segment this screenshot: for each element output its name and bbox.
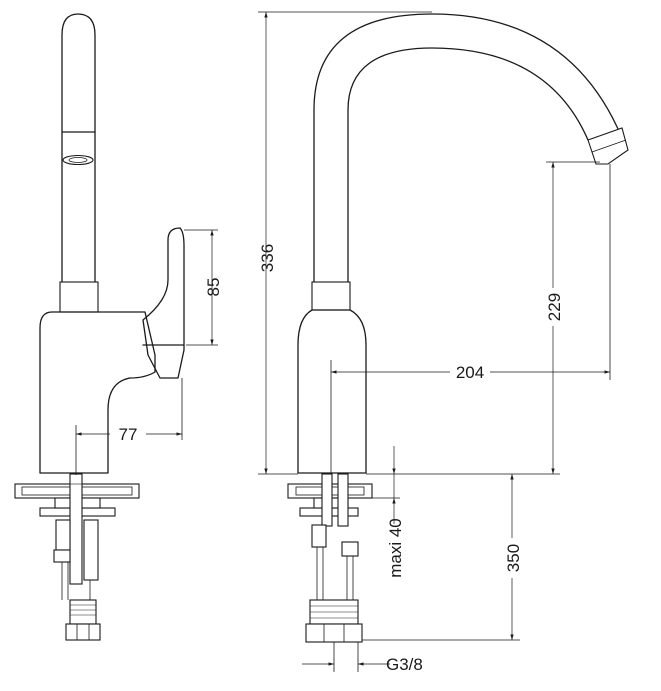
side-lever-handle [142,227,185,379]
front-collar [311,281,351,311]
dim-handle-height: 85 [204,278,223,297]
side-hose-left [55,519,71,551]
side-hose-right [83,519,99,581]
side-hose-fitting [69,599,97,625]
front-hose-left [311,524,327,548]
front-hose-right [341,541,359,557]
side-collar [59,281,99,313]
dim-spout-height: 229 [545,293,564,321]
front-gooseneck-outer [313,13,623,283]
side-aerator [62,154,94,166]
front-view: 336 229 204 maxi 40 350 G3/8 [258,11,629,674]
dim-spout-reach: 204 [456,363,484,382]
dim-total-height: 336 [258,244,277,272]
dim-handle-reach: 77 [119,425,138,444]
dim-hose-length: 350 [504,544,523,572]
front-gooseneck-inner [347,47,589,283]
side-view: 85 77 [14,13,223,641]
dim-max-deck: maxi 40 [386,518,405,578]
side-spout-tube [61,13,96,283]
side-body [39,311,156,474]
front-body [297,309,367,474]
dim-thread: G3/8 [386,655,423,674]
